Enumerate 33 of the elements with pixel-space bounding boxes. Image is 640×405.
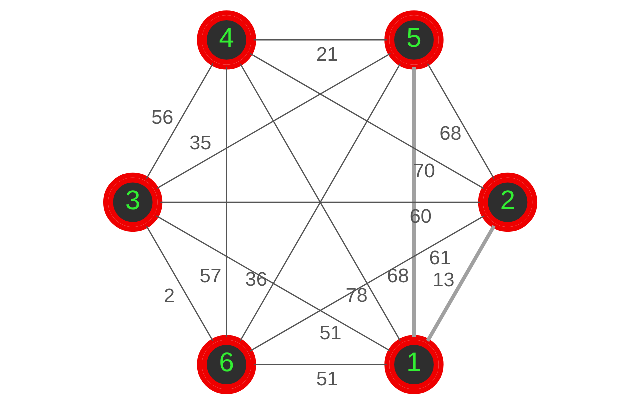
node-circle: 1 bbox=[384, 335, 444, 394]
edge-label: 21 bbox=[316, 44, 338, 66]
edge-label: 2 bbox=[164, 285, 175, 308]
node-circle: 3 bbox=[102, 172, 162, 232]
connector bbox=[226, 67, 227, 338]
connector bbox=[156, 216, 390, 352]
connector bbox=[160, 202, 480, 204]
edge-label: 35 bbox=[189, 132, 212, 155]
edge-label: 61 bbox=[428, 248, 451, 270]
connector bbox=[249, 53, 484, 190]
connector bbox=[426, 225, 496, 342]
edge-label: 36 bbox=[245, 269, 267, 292]
edge-label: 51 bbox=[319, 322, 342, 345]
node-circle: 6 bbox=[196, 335, 256, 394]
connector bbox=[254, 40, 386, 41]
connector bbox=[156, 53, 391, 190]
edge-label: 56 bbox=[151, 107, 174, 130]
connector bbox=[254, 364, 386, 366]
connector bbox=[249, 216, 484, 352]
connector bbox=[412, 67, 416, 338]
edge-label: 51 bbox=[316, 368, 338, 390]
node-circle: 5 bbox=[384, 10, 444, 70]
node-circle: 4 bbox=[196, 10, 256, 70]
edge-label: 78 bbox=[345, 285, 368, 308]
connector bbox=[146, 63, 214, 180]
edge-label: 68 bbox=[439, 122, 462, 145]
connector bbox=[146, 226, 214, 342]
connector bbox=[426, 63, 494, 180]
edge-label: 13 bbox=[432, 269, 454, 292]
edge-label: 57 bbox=[199, 265, 222, 288]
edge-label: 68 bbox=[386, 265, 409, 288]
connector bbox=[240, 64, 400, 342]
node-circle: 2 bbox=[478, 172, 538, 232]
